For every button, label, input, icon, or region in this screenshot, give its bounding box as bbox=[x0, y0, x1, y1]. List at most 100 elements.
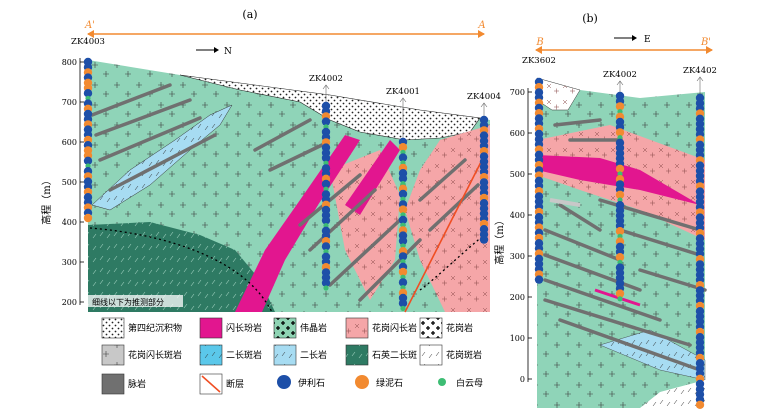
illite-sample bbox=[398, 252, 408, 261]
legend-dot-swatch bbox=[277, 375, 291, 389]
borehole: ZK4002 bbox=[603, 70, 637, 302]
legend-swatch-pattern bbox=[346, 318, 368, 338]
legend-swatch-pattern bbox=[274, 318, 296, 338]
fault-line-a bbox=[404, 159, 483, 313]
chlorite-sample bbox=[615, 253, 625, 262]
chlorite-sample bbox=[83, 213, 93, 223]
legend-item: 石英二长斑 bbox=[345, 344, 417, 366]
borehole-arrow bbox=[480, 102, 488, 108]
illite-sample bbox=[321, 117, 331, 126]
illite-sample bbox=[321, 242, 331, 251]
section-b-start-label: B bbox=[535, 37, 543, 48]
illite-sample bbox=[398, 189, 408, 199]
panel-b-label: (b) bbox=[582, 12, 598, 25]
legend-item: 二长岩 bbox=[273, 344, 327, 366]
legend-label: 伟晶岩 bbox=[300, 322, 327, 334]
legend-swatch-pattern bbox=[274, 345, 296, 365]
legend-swatch-pattern bbox=[102, 345, 124, 365]
east-arrow: E bbox=[614, 35, 651, 45]
illite-sample bbox=[398, 215, 408, 225]
legend-item: 花岗闪长斑岩 bbox=[101, 344, 182, 366]
legend-label: 花岗斑岩 bbox=[446, 349, 482, 361]
borehole: ZK4002 bbox=[309, 74, 343, 291]
legend-item: 断层 bbox=[199, 373, 244, 395]
cross-section-a bbox=[88, 60, 490, 313]
legend-label: 白云母 bbox=[456, 377, 483, 389]
borehole-label: ZK4001 bbox=[386, 87, 420, 97]
section-b-end-label: B' bbox=[700, 37, 711, 48]
legend-label: 花岗岩 bbox=[446, 322, 473, 334]
borehole: ZK4001 bbox=[386, 87, 420, 311]
b-tick-label: 300 bbox=[510, 252, 525, 261]
borehole-label: ZK4002 bbox=[309, 74, 343, 84]
legend-item: 花岗闪长岩 bbox=[345, 317, 417, 339]
legend-item: 绿泥石 bbox=[355, 375, 403, 389]
illite-sample bbox=[83, 156, 93, 165]
chlorite-sample bbox=[695, 400, 705, 409]
a-tick-label: 200 bbox=[62, 298, 77, 307]
borehole-label: ZK4004 bbox=[467, 92, 501, 102]
muscovite-sample bbox=[400, 305, 406, 311]
illite-sample bbox=[83, 89, 93, 98]
legend-label: 石英二长斑 bbox=[372, 349, 417, 361]
y-axis-label-a: 高程（m） bbox=[40, 175, 53, 224]
borehole-label: ZK3602 bbox=[522, 56, 556, 66]
borehole-arrow bbox=[399, 97, 407, 103]
chlorite-sample bbox=[615, 289, 625, 298]
legend-swatch-pattern bbox=[346, 345, 368, 365]
illite-sample bbox=[534, 275, 544, 284]
illite-sample bbox=[479, 235, 489, 244]
chlorite-sample bbox=[615, 227, 625, 236]
legend-swatch bbox=[199, 317, 223, 339]
legend-label: 花岗闪长岩 bbox=[372, 322, 417, 334]
legend-swatch-pattern bbox=[200, 345, 222, 365]
legend-label: 伊利石 bbox=[298, 377, 325, 389]
b-tick-label: 200 bbox=[510, 293, 525, 302]
b-tick-label: 700 bbox=[510, 88, 525, 97]
legend-item: 花岗岩 bbox=[419, 317, 473, 339]
a-tick-label: 600 bbox=[62, 138, 77, 147]
illite-sample bbox=[398, 153, 408, 162]
illite-sample bbox=[398, 299, 408, 308]
muscovite-sample bbox=[617, 296, 623, 302]
b-tick-label: 0 bbox=[520, 375, 525, 384]
illite-sample bbox=[321, 278, 331, 287]
legend-swatch-pattern bbox=[420, 345, 442, 365]
legend-swatch-pattern bbox=[420, 318, 442, 338]
chlorite-sample bbox=[615, 102, 625, 111]
legend-label: 花岗闪长斑岩 bbox=[128, 349, 182, 361]
borehole-label: ZK4003 bbox=[71, 37, 105, 47]
legend-swatch bbox=[101, 373, 125, 395]
chlorite-sample bbox=[615, 128, 625, 137]
legend-label: 闪长玢岩 bbox=[226, 322, 262, 334]
legend-label: 二长斑岩 bbox=[226, 349, 262, 361]
b-tick-label: 600 bbox=[510, 129, 525, 138]
legend-dot-swatch bbox=[355, 375, 369, 389]
legend-label: 第四纪沉积物 bbox=[128, 322, 182, 334]
a-tick-label: 800 bbox=[62, 58, 77, 67]
legend-item: 闪长玢岩 bbox=[199, 317, 262, 339]
illite-sample bbox=[398, 174, 408, 183]
legend-item: 花岗斑岩 bbox=[419, 344, 482, 366]
borehole-arrow bbox=[696, 76, 704, 82]
b-tick-label: 500 bbox=[510, 170, 525, 179]
borehole-label: ZK4002 bbox=[603, 70, 637, 80]
legend-item: 伊利石 bbox=[277, 375, 325, 389]
b-tick-label: 100 bbox=[510, 334, 525, 343]
chlorite-sample bbox=[398, 205, 408, 214]
legend-item: 脉岩 bbox=[101, 373, 146, 395]
legend-item: 白云母 bbox=[438, 377, 483, 389]
borehole: ZK3602 bbox=[522, 56, 556, 284]
section-start-label: A' bbox=[84, 20, 95, 31]
legend-label: 断层 bbox=[226, 378, 244, 390]
legend: 第四纪沉积物 闪长玢岩 伟晶岩 花岗闪长岩 花岗岩花岗闪长斑岩 二长斑岩二长岩 石英二长斑 花… bbox=[101, 317, 483, 395]
north-arrow: N bbox=[196, 47, 232, 57]
illite-sample bbox=[321, 153, 331, 163]
chlorite-sample bbox=[615, 164, 625, 173]
y-axis-label-b: 高程（m） bbox=[493, 215, 506, 264]
borehole: ZK4003 bbox=[71, 37, 105, 223]
